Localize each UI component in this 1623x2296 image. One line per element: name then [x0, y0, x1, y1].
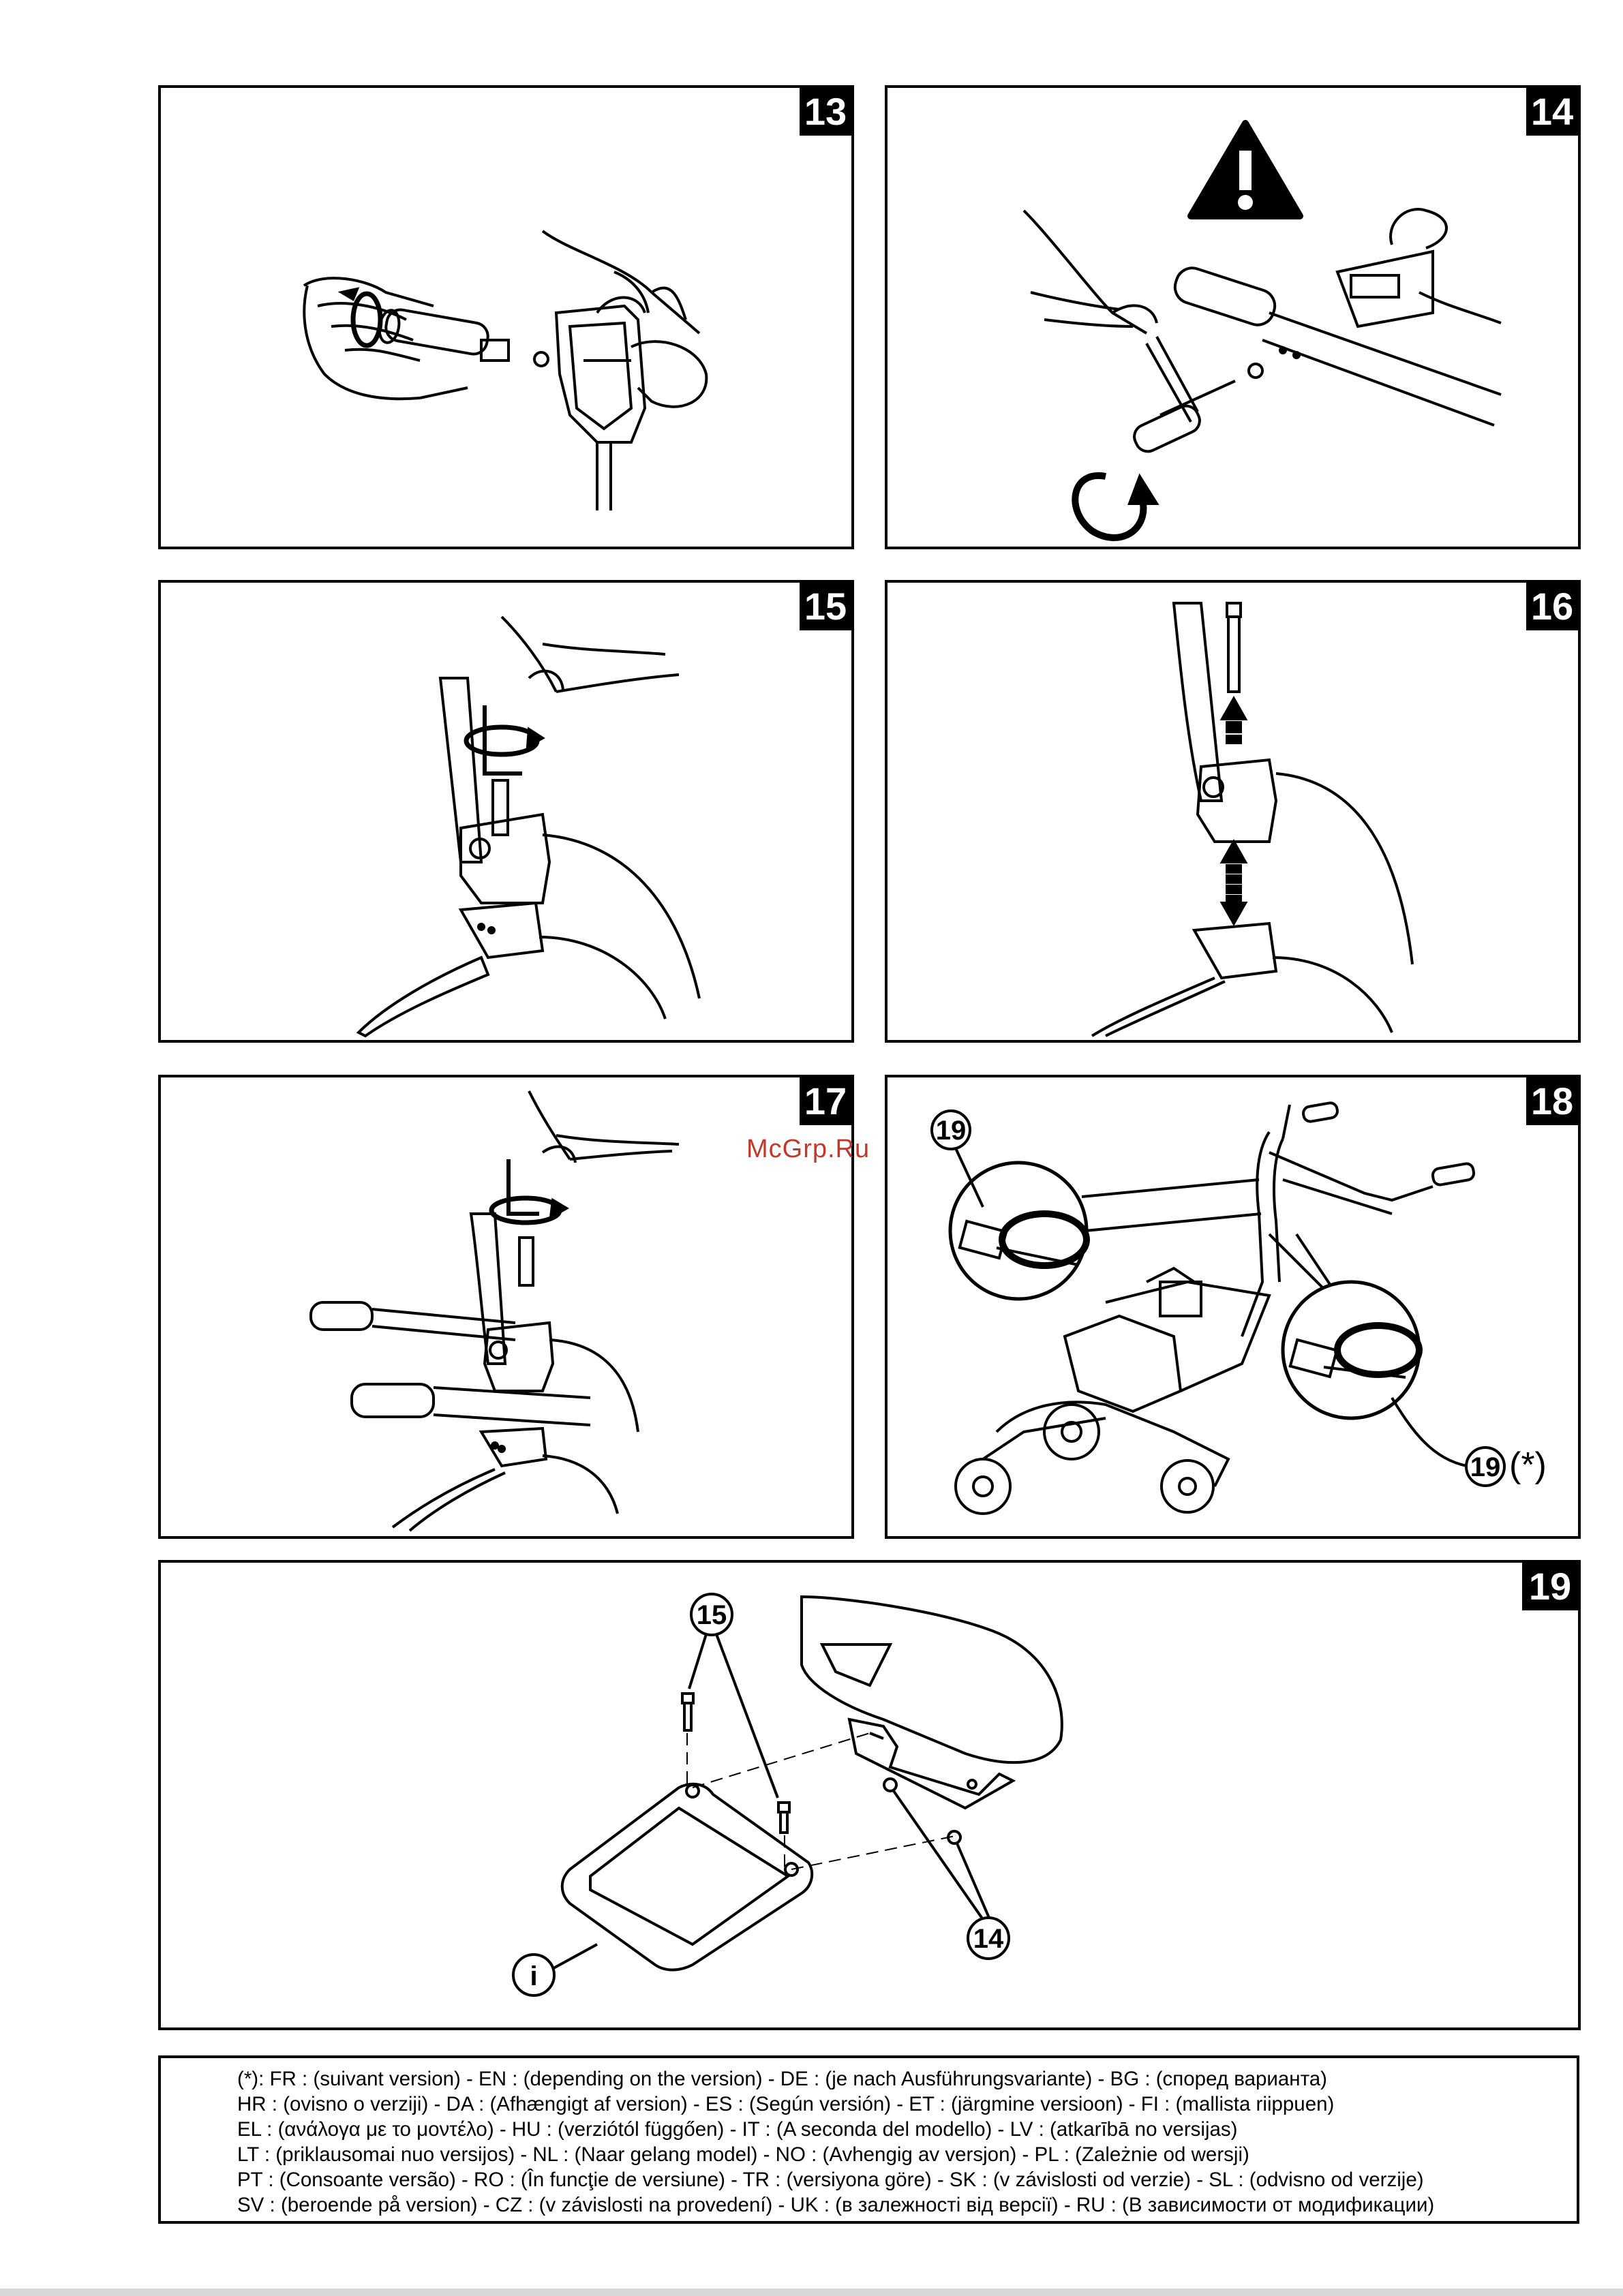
panel-number: 18 — [1526, 1077, 1578, 1125]
legend-line: LT : (priklausomai nuo versijos) - NL : … — [237, 2143, 1249, 2166]
legend-line: SV : (beroende på version) - CZ : (v záv… — [237, 2194, 1435, 2216]
legend-line: PT : (Consoante versão) - RO : (În funcţ… — [237, 2169, 1424, 2191]
callout-14: 14 — [973, 1924, 1004, 1954]
callout-15: 15 — [697, 1600, 727, 1630]
panel-number: 17 — [800, 1077, 851, 1125]
warning-icon — [1187, 120, 1303, 219]
illustration-brake-lever-separate — [1091, 602, 1414, 1037]
panel-17: 17 — [158, 1075, 854, 1539]
panel-number: 15 — [800, 583, 851, 630]
legend-line: EL : (ανάλογα με το μοντέλο) - HU : (ver… — [237, 2118, 1238, 2141]
panel-13: 13 — [158, 85, 854, 549]
illustration-cover-assembly: 15 14 i — [512, 1593, 1063, 1997]
illustration-brake-lever-unscrew — [356, 615, 701, 1038]
panel-15: 15 — [158, 580, 854, 1043]
panel-number: 16 — [1526, 583, 1578, 630]
panel-number: 19 — [1522, 1563, 1578, 1610]
callout-19-right: 19 — [1470, 1452, 1501, 1482]
illustration-brake-lever-assembly — [309, 1090, 680, 1532]
legend-line: (*): FR : (suivant version) - EN : (depe… — [237, 2068, 1327, 2090]
illustration-tiller-cable-ties: 19 19 (*) — [930, 1101, 1547, 1515]
panel-14: 14 — [885, 85, 1581, 549]
panel-number: 14 — [1526, 88, 1578, 136]
page-bottom-rule — [0, 2289, 1623, 2296]
asterisk-note: (*) — [1509, 1445, 1547, 1485]
watermark: McGrp.Ru — [746, 1135, 870, 1163]
illustration-handle-removal — [1022, 120, 1502, 541]
illustration-handle-unscrew — [303, 230, 708, 510]
panel-19: 19 15 14 i — [158, 1560, 1581, 2030]
legend-line: HR : (ovisno o verziji) - DA : (Afhængig… — [237, 2093, 1335, 2115]
version-legend: (*): FR : (suivant version) - EN : (depe… — [158, 2055, 1579, 2224]
panel-number: 13 — [800, 88, 851, 136]
panel-16: 16 — [885, 580, 1581, 1043]
callout-19-left: 19 — [936, 1116, 967, 1146]
panel-18: 18 — [885, 1075, 1581, 1539]
callout-i: i — [530, 1961, 537, 1991]
